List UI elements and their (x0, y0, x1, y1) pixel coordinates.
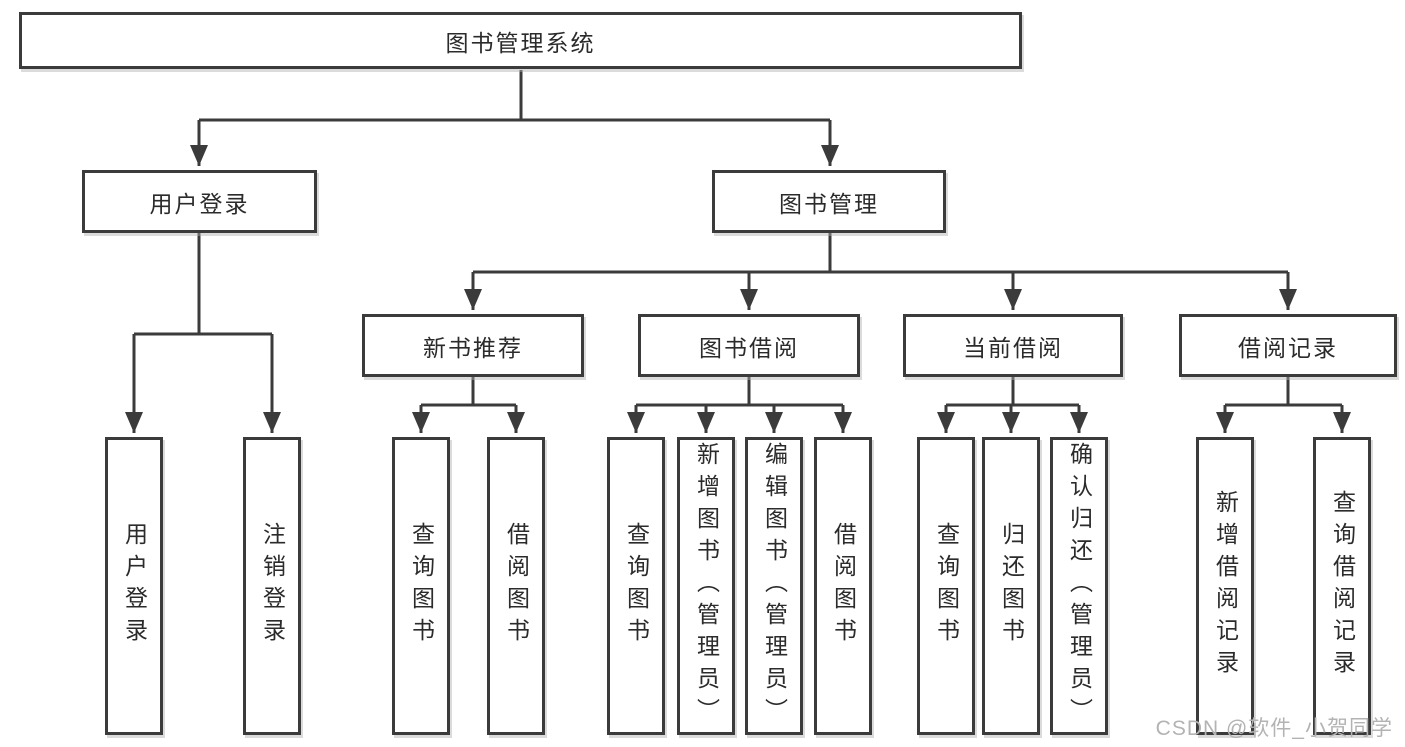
leaf-borrow-books-label: 借阅图书 (830, 522, 857, 650)
leaf-logout: 注销登录 (243, 437, 301, 735)
leaf-borrow-query-books-label: 查询图书 (623, 522, 650, 650)
node-new-book-recommend: 新书推荐 (362, 314, 584, 377)
connector-current-borrow-children (937, 377, 1088, 433)
leaf-new-query-books-label: 查询图书 (408, 522, 435, 650)
node-book-management-label: 图书管理 (779, 190, 879, 217)
node-root-label: 图书管理系统 (445, 29, 596, 56)
leaf-add-books-admin: 新增图书（管理员） (677, 437, 735, 735)
leaf-confirm-return-admin: 确认归还（管理员） (1050, 437, 1108, 735)
leaf-user-login: 用户登录 (105, 437, 163, 735)
node-book-management: 图书管理 (712, 170, 946, 233)
leaf-new-borrow-books-label: 借阅图书 (503, 522, 530, 650)
leaf-query-borrow-record: 查询借阅记录 (1313, 437, 1371, 735)
connector-book-mgmt-to-level3 (464, 233, 1297, 310)
leaf-return-books-label: 归还图书 (998, 522, 1025, 650)
leaf-user-login-label: 用户登录 (121, 522, 148, 650)
node-borrow-records: 借阅记录 (1179, 314, 1397, 377)
leaf-logout-label: 注销登录 (259, 522, 286, 650)
node-new-book-recommend-label: 新书推荐 (423, 334, 523, 361)
node-user-login: 用户登录 (82, 170, 317, 233)
leaf-borrow-books: 借阅图书 (814, 437, 872, 735)
node-borrow-records-label: 借阅记录 (1238, 334, 1338, 361)
node-current-borrow-label: 当前借阅 (963, 334, 1063, 361)
leaf-current-query-books-label: 查询图书 (933, 522, 960, 650)
node-book-borrow: 图书借阅 (638, 314, 860, 377)
leaf-current-query-books: 查询图书 (917, 437, 975, 735)
leaf-add-borrow-record: 新增借阅记录 (1196, 437, 1254, 735)
leaf-borrow-query-books: 查询图书 (607, 437, 665, 735)
node-book-borrow-label: 图书借阅 (699, 334, 799, 361)
connector-user-login-children (125, 233, 281, 433)
leaf-edit-books-admin: 编辑图书（管理员） (745, 437, 803, 735)
node-root-system: 图书管理系统 (19, 12, 1022, 69)
connector-new-books-children (412, 377, 525, 433)
leaf-add-books-admin-label: 新增图书（管理员） (693, 442, 720, 730)
connector-book-borrow-children (627, 377, 852, 433)
node-user-login-label: 用户登录 (149, 190, 250, 217)
leaf-add-borrow-record-label: 新增借阅记录 (1212, 490, 1239, 682)
leaf-confirm-return-admin-label: 确认归还（管理员） (1066, 442, 1093, 730)
leaf-new-query-books: 查询图书 (392, 437, 450, 735)
csdn-watermark: CSDN @软件_小贺同学 (1155, 717, 1393, 740)
leaf-edit-books-admin-label: 编辑图书（管理员） (761, 442, 788, 730)
connector-borrow-records-children (1216, 377, 1351, 433)
node-current-borrow: 当前借阅 (903, 314, 1123, 377)
leaf-return-books: 归还图书 (982, 437, 1040, 735)
leaf-query-borrow-record-label: 查询借阅记录 (1329, 490, 1356, 682)
connector-root-to-level2 (190, 70, 839, 166)
leaf-new-borrow-books: 借阅图书 (487, 437, 545, 735)
